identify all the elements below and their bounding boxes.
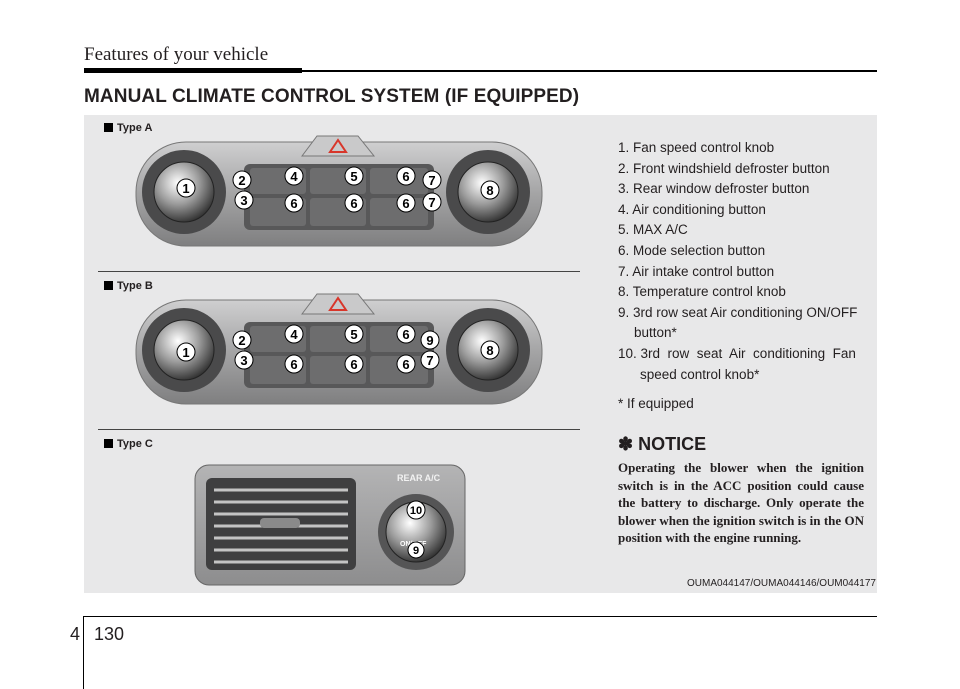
footer-divider — [83, 616, 84, 689]
svg-text:6: 6 — [290, 357, 297, 372]
footnote: * If equipped — [618, 396, 694, 411]
svg-text:1: 1 — [182, 181, 189, 196]
svg-text:2: 2 — [238, 173, 245, 188]
legend-item: 2. Front windshield defroster button — [618, 160, 830, 176]
climate-unit-type-b: 1 2 3 4 5 6 9 6 6 6 7 8 — [135, 293, 543, 405]
svg-text:10: 10 — [410, 505, 422, 517]
section-header: Features of your vehicle — [84, 44, 269, 65]
svg-text:3: 3 — [240, 353, 247, 368]
callout-legend: 1. Fan speed control knob 2. Front winds… — [618, 138, 864, 385]
rear-ac-unit-type-c: REAR A/C ON/OFF 10 9 — [194, 464, 466, 586]
callouts-type-b: 1 2 3 4 5 6 9 6 6 6 7 8 — [176, 324, 500, 374]
header-rule-thin — [302, 70, 877, 72]
separator-b — [98, 429, 580, 430]
legend-item: 5. MAX A/C — [618, 222, 688, 238]
svg-text:9: 9 — [413, 545, 419, 557]
svg-text:4: 4 — [290, 327, 298, 342]
footer-rule — [84, 616, 877, 617]
svg-text:6: 6 — [402, 327, 409, 342]
svg-text:7: 7 — [426, 353, 433, 368]
legend-item-10: 10. 3rd row seat Air conditioning Fan — [618, 345, 856, 361]
svg-text:6: 6 — [290, 196, 297, 211]
notice-symbol-icon: ✽ — [618, 434, 634, 454]
callouts-type-a: 1 2 3 4 5 6 6 6 6 7 7 8 — [176, 166, 500, 213]
separator-a — [98, 271, 580, 272]
legend-item: 3. Rear window defroster button — [618, 181, 810, 197]
climate-unit-type-a: 1 2 3 4 5 6 6 6 6 7 7 8 — [135, 135, 543, 247]
svg-text:4: 4 — [290, 169, 298, 184]
svg-text:6: 6 — [402, 169, 409, 184]
legend-item: 1. Fan speed control knob — [618, 140, 775, 155]
svg-text:9: 9 — [426, 333, 433, 348]
chapter-number: 4 — [70, 624, 81, 644]
svg-text:5: 5 — [350, 169, 357, 184]
type-a-label: Type A — [104, 122, 152, 134]
legend-item: 4. Air conditioning button — [618, 201, 766, 217]
callouts-type-c: 10 9 — [406, 500, 426, 559]
legend-item: 8. Temperature control knob — [618, 284, 786, 300]
svg-text:6: 6 — [350, 196, 357, 211]
svg-text:7: 7 — [428, 195, 435, 210]
svg-text:7: 7 — [428, 173, 435, 188]
svg-text:8: 8 — [486, 183, 493, 198]
notice-title: ✽ NOTICE — [618, 434, 706, 455]
svg-text:6: 6 — [350, 357, 357, 372]
svg-text:1: 1 — [182, 345, 189, 360]
legend-item-9-cont: button* — [634, 325, 677, 341]
legend-item: 6. Mode selection button — [618, 242, 766, 258]
svg-text:8: 8 — [486, 343, 493, 358]
svg-text:6: 6 — [402, 196, 409, 211]
hazard-button — [301, 293, 376, 315]
page-title: MANUAL CLIMATE CONTROL SYSTEM (IF EQUIPP… — [84, 86, 580, 107]
svg-text:3: 3 — [240, 193, 247, 208]
legend-item-10-cont: speed control knob* — [640, 366, 760, 382]
legend-item: 7. Air intake control button — [618, 263, 775, 279]
notice-body: Operating the blower when the ignition s… — [618, 460, 864, 546]
svg-text:2: 2 — [238, 333, 245, 348]
image-code: OUMA044147/OUMA044146/OUM044177 — [687, 578, 876, 589]
rear-ac-label: REAR A/C — [397, 473, 441, 483]
type-c-label: Type C — [104, 438, 153, 450]
legend-item-9: 9. 3rd row seat Air conditioning ON/OFF — [618, 304, 858, 320]
page-number: 4 130 — [70, 624, 132, 645]
type-b-label: Type B — [104, 280, 153, 292]
page-number-value: 130 — [94, 624, 125, 644]
header-rule-thick — [84, 68, 302, 73]
hazard-button — [301, 135, 376, 157]
svg-text:6: 6 — [402, 357, 409, 372]
notice-title-text: NOTICE — [638, 434, 707, 454]
svg-text:5: 5 — [350, 327, 357, 342]
